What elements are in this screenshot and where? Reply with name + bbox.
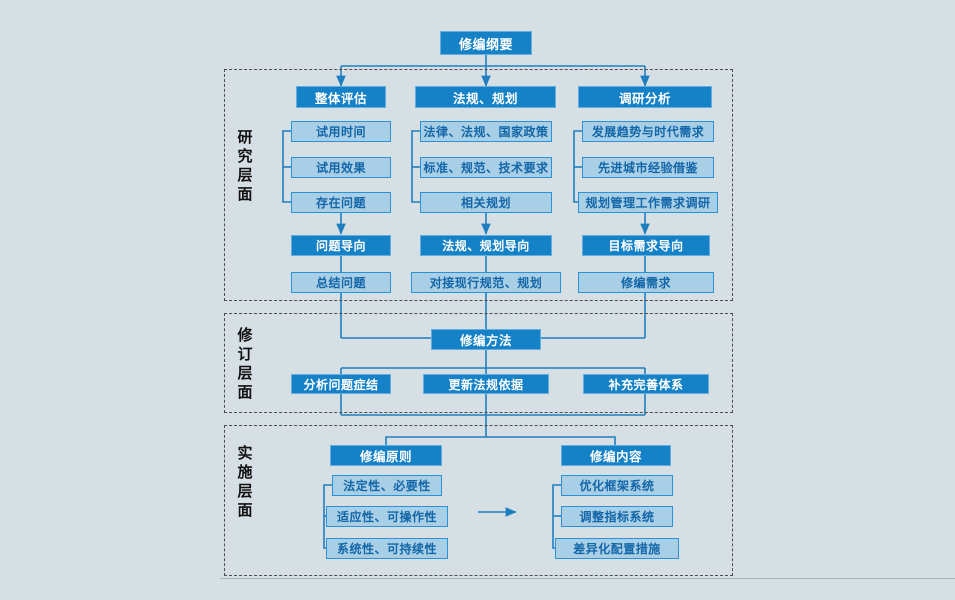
node-revision-item-2[interactable]: 更新法规依据 bbox=[423, 374, 549, 394]
node-revision-principles-item-1[interactable]: 法定性、必要性 bbox=[332, 475, 442, 496]
node-revision-method-head[interactable]: 修编方法 bbox=[431, 329, 541, 350]
section-implementation bbox=[224, 425, 733, 576]
node-overall-evaluation-head[interactable]: 整体评估 bbox=[296, 86, 386, 108]
node-overall-evaluation-orientation[interactable]: 问题导向 bbox=[291, 235, 391, 256]
section-revision-label: 修订层面 bbox=[237, 326, 253, 401]
node-research-analysis-head[interactable]: 调研分析 bbox=[578, 86, 712, 108]
node-overall-evaluation-item-3[interactable]: 存在问题 bbox=[291, 192, 391, 213]
node-root-outline[interactable]: 修编纲要 bbox=[440, 31, 532, 55]
node-overall-evaluation-outcome[interactable]: 总结问题 bbox=[291, 272, 391, 293]
node-regulation-planning-item-2[interactable]: 标准、规范、技术要求 bbox=[420, 157, 552, 178]
node-revision-item-3[interactable]: 补充完善体系 bbox=[583, 374, 709, 394]
node-regulation-planning-head[interactable]: 法规、规划 bbox=[415, 86, 556, 108]
node-revision-principles-head[interactable]: 修编原则 bbox=[330, 445, 442, 466]
node-research-analysis-item-1[interactable]: 发展趋势与时代需求 bbox=[582, 121, 714, 142]
node-regulation-planning-item-3[interactable]: 相关规划 bbox=[420, 192, 552, 213]
node-research-analysis-item-3[interactable]: 规划管理工作需求调研 bbox=[578, 192, 718, 213]
node-revision-content-item-1[interactable]: 优化框架系统 bbox=[561, 475, 673, 496]
node-revision-principles-item-3[interactable]: 系统性、可持续性 bbox=[326, 538, 448, 559]
node-research-analysis-orientation[interactable]: 目标需求导向 bbox=[582, 235, 710, 256]
node-revision-content-item-2[interactable]: 调整指标系统 bbox=[561, 506, 673, 527]
node-regulation-planning-outcome[interactable]: 对接现行规范、规划 bbox=[411, 272, 561, 293]
node-revision-item-1[interactable]: 分析问题症结 bbox=[291, 374, 391, 394]
node-revision-content-head[interactable]: 修编内容 bbox=[561, 445, 671, 466]
section-research bbox=[224, 69, 733, 301]
node-regulation-planning-item-1[interactable]: 法律、法规、国家政策 bbox=[420, 121, 552, 142]
node-overall-evaluation-item-2[interactable]: 试用效果 bbox=[291, 157, 391, 178]
section-implementation-label: 实施层面 bbox=[237, 444, 253, 519]
node-research-analysis-outcome[interactable]: 修编需求 bbox=[578, 272, 714, 293]
node-overall-evaluation-item-1[interactable]: 试用时间 bbox=[291, 121, 391, 142]
node-regulation-planning-orientation[interactable]: 法规、规划导向 bbox=[420, 235, 552, 256]
section-research-label: 研究层面 bbox=[237, 128, 253, 203]
page-baseline bbox=[220, 578, 955, 579]
node-revision-content-item-3[interactable]: 差异化配置措施 bbox=[555, 538, 679, 559]
node-revision-principles-item-2[interactable]: 适应性、可操作性 bbox=[326, 506, 448, 527]
node-research-analysis-item-2[interactable]: 先进城市经验借鉴 bbox=[582, 157, 714, 178]
section-revision bbox=[224, 313, 733, 413]
